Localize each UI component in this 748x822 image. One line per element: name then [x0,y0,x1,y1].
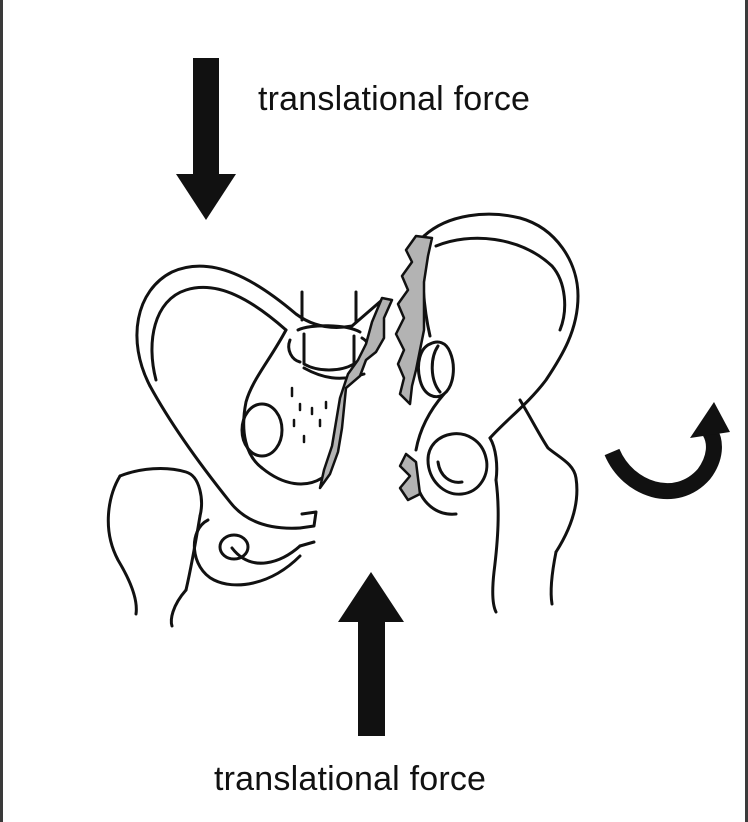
down-arrow-icon [176,58,236,220]
up-arrow-icon [338,572,404,736]
bottom-force-label: translational force [214,760,486,799]
curved-rotation-arrow-icon [612,402,730,491]
right-hemipelvis [404,214,578,612]
left-hemipelvis [108,266,382,626]
top-force-label: translational force [258,80,530,119]
